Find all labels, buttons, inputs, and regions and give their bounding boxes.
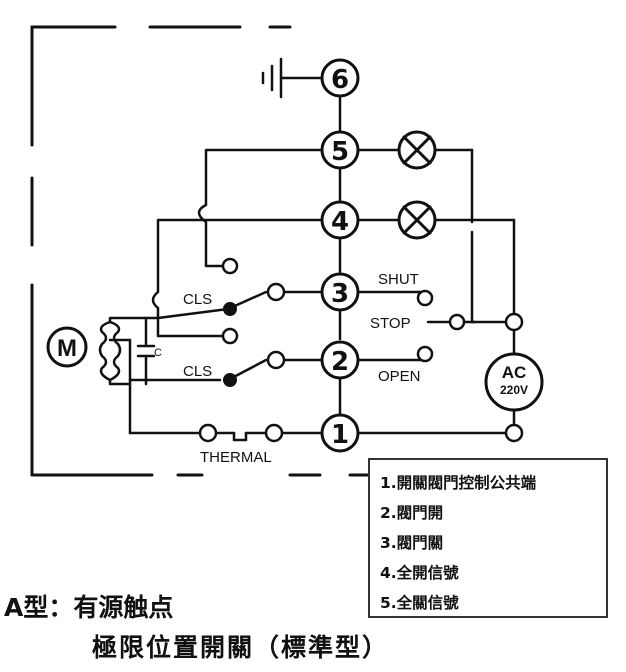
legend-item: 3.閥門關: [380, 534, 444, 552]
thermal-label: THERMAL: [200, 449, 272, 466]
cls-upper-label: CLS: [183, 291, 212, 308]
open-label: OPEN: [378, 368, 421, 385]
legend-item: 1.開關閥門控制公共端: [380, 474, 537, 492]
motor-winding: [98, 320, 122, 382]
ac-voltage-label: 220V: [500, 383, 528, 397]
motor-label: M: [57, 335, 77, 362]
terminal-6-label: 6: [331, 65, 349, 95]
terminal-3: [320, 272, 360, 312]
terminal-2-label: 2: [331, 347, 349, 377]
terminal-1-label: 1: [331, 420, 349, 450]
terminal-1: [320, 413, 360, 453]
terminal-legend: 1.開關閥門控制公共端 2.閥門開 3.閥門關 4.全開信號 5.全關信號: [368, 458, 608, 618]
terminal-4: [320, 200, 360, 240]
terminal-5: [320, 130, 360, 170]
enclosure-dashed-border: [30, 25, 374, 477]
legend-item: 5.全關信號: [380, 594, 459, 612]
title-line-1: A型：有源触点: [4, 593, 174, 622]
contact-points: [198, 257, 524, 443]
terminal-2: [320, 340, 360, 380]
terminal-3-label: 3: [331, 279, 349, 309]
motor-circle: [46, 326, 88, 368]
wires: [108, 94, 516, 442]
ground-symbol: [261, 57, 324, 99]
terminal-4-label: 4: [331, 207, 349, 237]
terminal-6: [320, 58, 360, 98]
title-line-2: 極限位置開關（標準型）: [92, 633, 390, 662]
terminal-5-label: 5: [331, 137, 349, 167]
legend-item: 2.閥門開: [380, 504, 444, 522]
legend-item: 4.全開信號: [380, 564, 459, 582]
ac-label: AC: [502, 363, 527, 382]
terminal-circles: [320, 58, 360, 453]
ac-source-circle: [484, 352, 544, 412]
capacitor-label: C: [154, 347, 162, 359]
shut-label: SHUT: [378, 271, 419, 288]
switch-pivots: [223, 302, 237, 387]
cls-lower-label: CLS: [183, 363, 212, 380]
stop-label: STOP: [370, 315, 411, 332]
indicator-lamps: [397, 130, 437, 240]
